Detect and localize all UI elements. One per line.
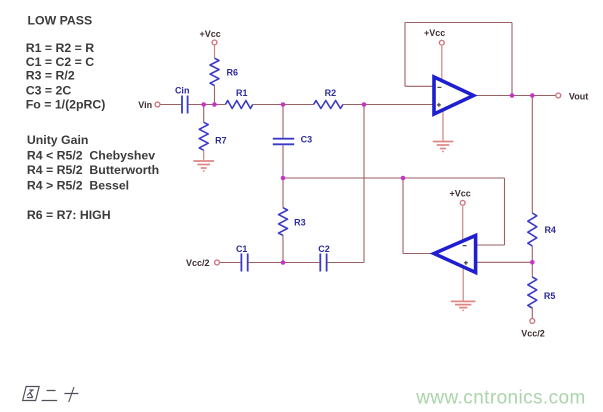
svg-text:R5: R5 (544, 291, 556, 301)
svg-text:www.cntronics.com: www.cntronics.com (415, 388, 585, 409)
svg-text:R4: R4 (544, 225, 556, 235)
svg-text:Vcc/2: Vcc/2 (521, 329, 545, 339)
svg-text:R3: R3 (294, 217, 306, 227)
svg-text:Fo = 1/(2pRC): Fo = 1/(2pRC) (26, 98, 106, 112)
svg-text:LOW PASS: LOW PASS (28, 13, 93, 27)
svg-text:R6 = R7: HIGH: R6 = R7: HIGH (27, 208, 111, 222)
svg-text:+Vcc: +Vcc (450, 189, 471, 199)
svg-text:R6: R6 (227, 68, 239, 78)
svg-text:+Vcc: +Vcc (424, 28, 445, 38)
svg-text:R4 < R5/2 Chebyshev: R4 < R5/2 Chebyshev (27, 149, 155, 163)
svg-text:C1: C1 (236, 244, 248, 254)
svg-text:C2: C2 (318, 244, 330, 254)
svg-text:R4 = R5/2 Butterworth: R4 = R5/2 Butterworth (27, 163, 159, 177)
svg-text:Vout: Vout (569, 92, 588, 102)
svg-text:Vcc/2: Vcc/2 (186, 258, 210, 268)
svg-text:Vin: Vin (138, 100, 152, 110)
svg-text:R3 = R/2: R3 = R/2 (26, 68, 75, 82)
svg-text:Cin: Cin (175, 85, 190, 95)
svg-text:R1 = R2 = R: R1 = R2 = R (26, 41, 94, 55)
svg-text:R4 > R5/2 Bessel: R4 > R5/2 Bessel (27, 178, 129, 192)
svg-text:R1: R1 (236, 88, 248, 98)
svg-text:C1 = C2 = C: C1 = C2 = C (26, 55, 94, 69)
svg-text:Unity Gain: Unity Gain (27, 133, 89, 147)
svg-text:+Vcc: +Vcc (199, 29, 220, 39)
svg-text:R7: R7 (215, 135, 227, 145)
svg-text:C3 = 2C: C3 = 2C (26, 84, 72, 98)
svg-text:R2: R2 (325, 88, 337, 98)
svg-text:C3: C3 (301, 135, 313, 145)
